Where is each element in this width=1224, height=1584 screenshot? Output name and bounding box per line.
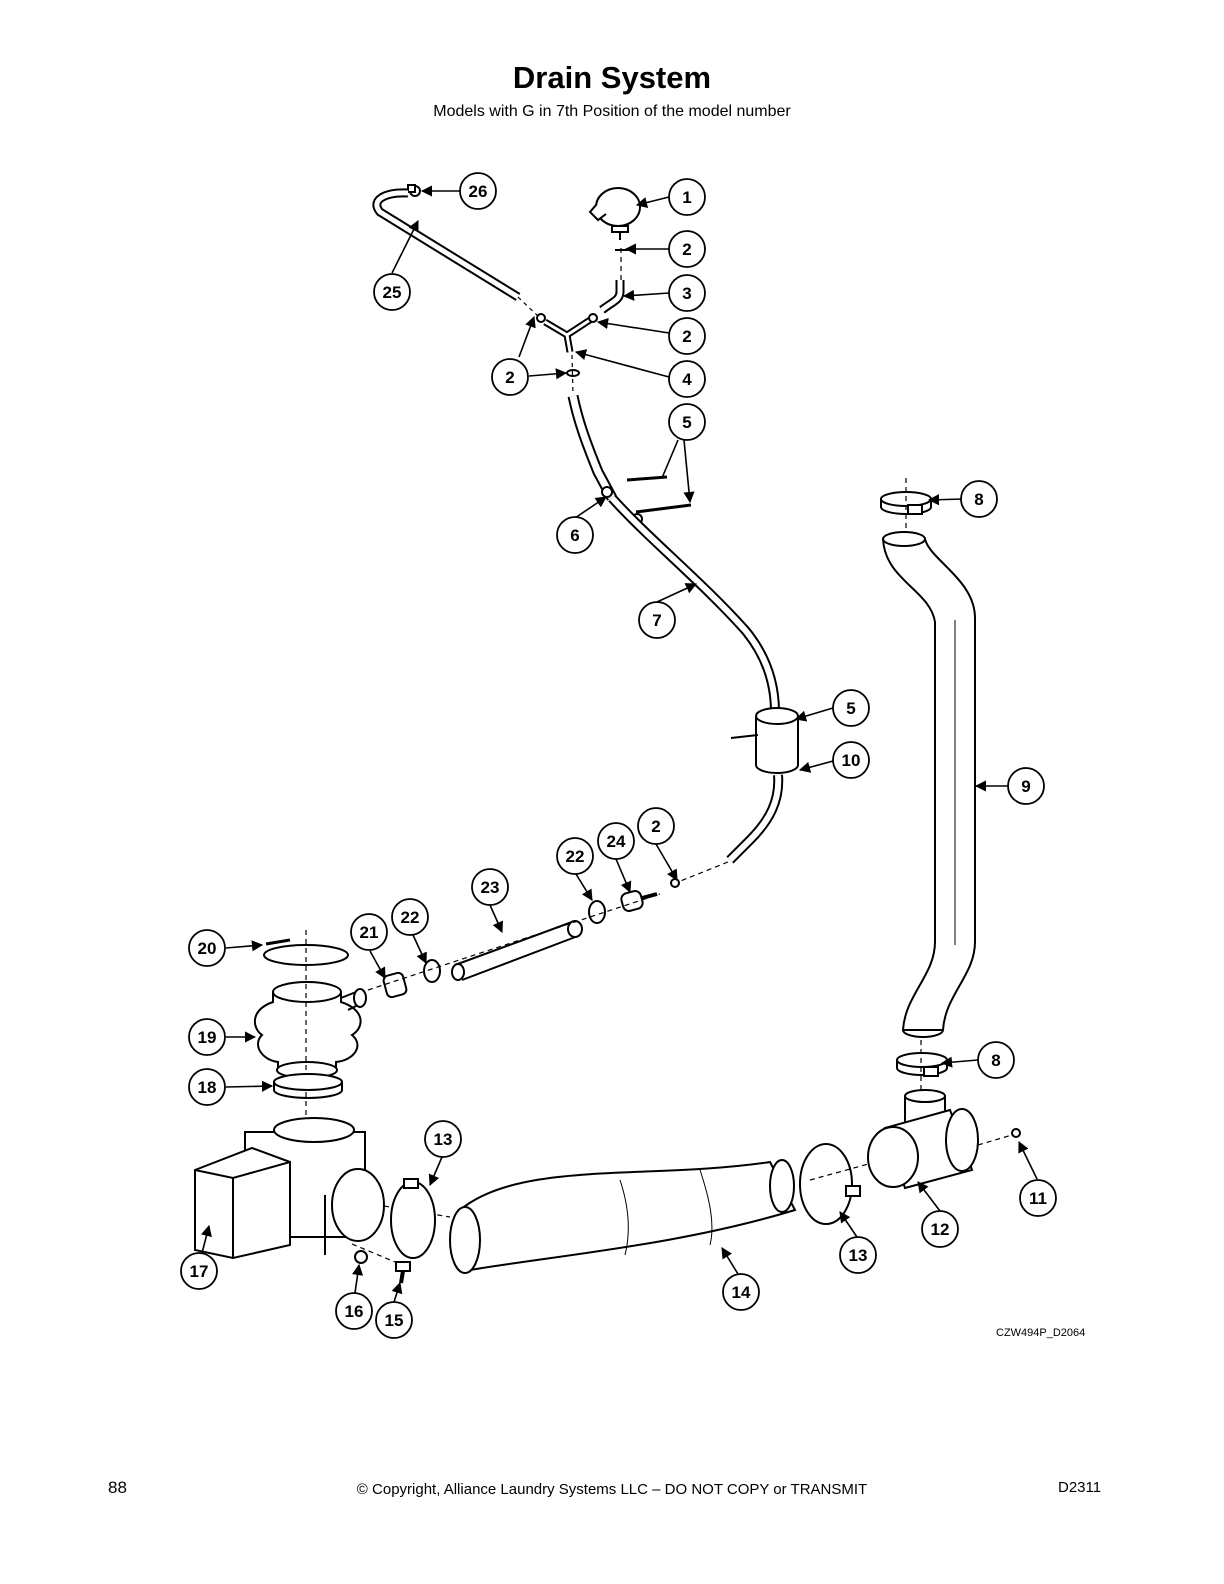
copyright-notice: © Copyright, Alliance Laundry Systems LL… <box>356 1481 868 1498</box>
part-17-drain-valve <box>194 1117 385 1260</box>
callout-8-a-label: 8 <box>974 490 983 509</box>
callout-22-a-label: 22 <box>566 847 585 866</box>
callout-25-label: 25 <box>383 283 402 302</box>
figure-code: CZW494P_D2064 <box>996 1327 1086 1339</box>
callout-2-a-label: 2 <box>682 240 691 259</box>
part-7-hose <box>608 494 780 713</box>
callout-23: 23 <box>471 868 509 906</box>
part-9-pipe <box>882 531 976 1038</box>
callouts: 26 1 2 25 3 2 2 4 5 6 7 8 5 10 9 2 24 22… <box>180 172 1057 1339</box>
callout-8-b-label: 8 <box>991 1051 1000 1070</box>
part-23-tube <box>451 920 583 981</box>
callout-24-label: 24 <box>607 832 626 851</box>
callout-1: 1 <box>668 178 706 216</box>
callout-10: 10 <box>832 741 870 779</box>
callout-2-b-label: 2 <box>682 327 691 346</box>
callout-15-label: 15 <box>385 1311 404 1330</box>
callout-16-label: 16 <box>345 1302 364 1321</box>
page-title: Drain System <box>512 60 712 95</box>
callout-21-label: 21 <box>360 923 379 942</box>
callout-9-label: 9 <box>1021 777 1030 796</box>
callout-8-a: 8 <box>960 480 998 518</box>
part-10-air-trap <box>730 707 799 774</box>
callout-1-label: 1 <box>682 188 691 207</box>
callout-12: 12 <box>921 1210 959 1248</box>
callout-22-b: 22 <box>391 898 429 936</box>
callout-18: 18 <box>188 1068 226 1106</box>
callout-2-c: 2 <box>491 358 529 396</box>
document-code: D2311 <box>1058 1479 1102 1496</box>
part-19-bellows <box>254 981 367 1079</box>
callout-6-label: 6 <box>570 526 579 545</box>
callout-10-label: 10 <box>842 751 861 770</box>
callout-19-label: 19 <box>198 1028 217 1047</box>
callout-14-label: 14 <box>732 1283 751 1302</box>
page-number: 88 <box>108 1478 127 1497</box>
part-12-tee <box>867 1089 979 1190</box>
callout-4-label: 4 <box>682 370 692 389</box>
callout-18-label: 18 <box>198 1078 217 1097</box>
callout-7-label: 7 <box>652 611 661 630</box>
callout-9: 9 <box>1007 767 1045 805</box>
callout-20-label: 20 <box>198 939 217 958</box>
callout-2-a: 2 <box>668 230 706 268</box>
callout-24: 24 <box>597 822 635 860</box>
callout-13-b: 13 <box>839 1236 877 1274</box>
callout-6: 6 <box>556 516 594 554</box>
callout-16: 16 <box>335 1292 373 1330</box>
callout-17: 17 <box>180 1252 218 1290</box>
callout-7: 7 <box>638 601 676 639</box>
callout-3: 3 <box>668 274 706 312</box>
callout-25: 25 <box>373 273 411 311</box>
callout-11: 11 <box>1019 1179 1057 1217</box>
callout-2-d: 2 <box>637 807 675 845</box>
callout-13-a-label: 13 <box>434 1130 453 1149</box>
callout-22-a: 22 <box>556 837 594 875</box>
part-14-hose <box>449 1159 797 1274</box>
callout-2-c-label: 2 <box>505 368 514 387</box>
part-24-fitting <box>620 890 658 912</box>
page-subtitle: Models with G in 7th Position of the mod… <box>433 103 791 120</box>
callout-13-a: 13 <box>424 1120 462 1158</box>
callout-5-b-label: 5 <box>846 699 855 718</box>
callout-12-label: 12 <box>931 1220 950 1239</box>
callout-5-b: 5 <box>832 689 870 727</box>
callout-3-label: 3 <box>682 284 691 303</box>
callout-8-b: 8 <box>977 1041 1015 1079</box>
part-26-clamp <box>407 184 421 197</box>
callout-26: 26 <box>459 172 497 210</box>
callout-2-d-label: 2 <box>651 817 660 836</box>
leader-lines <box>201 185 1038 1303</box>
callout-2-b: 2 <box>668 317 706 355</box>
callout-17-label: 17 <box>190 1262 209 1281</box>
callout-14: 14 <box>722 1273 760 1311</box>
part-drawings <box>194 184 1021 1284</box>
callout-22-b-label: 22 <box>401 908 420 927</box>
callout-15: 15 <box>375 1301 413 1339</box>
callout-20: 20 <box>188 929 226 967</box>
callout-19: 19 <box>188 1018 226 1056</box>
callout-5-a-label: 5 <box>682 413 691 432</box>
callout-4: 4 <box>668 360 706 398</box>
callout-11-label: 11 <box>1029 1189 1047 1208</box>
callout-23-label: 23 <box>481 878 500 897</box>
callout-13-b-label: 13 <box>849 1246 868 1265</box>
part-1-pressure-switch <box>588 187 641 240</box>
callout-5-a: 5 <box>668 403 706 441</box>
callout-21: 21 <box>350 913 388 951</box>
part-4-y-connector <box>536 313 598 377</box>
callout-26-label: 26 <box>469 182 488 201</box>
